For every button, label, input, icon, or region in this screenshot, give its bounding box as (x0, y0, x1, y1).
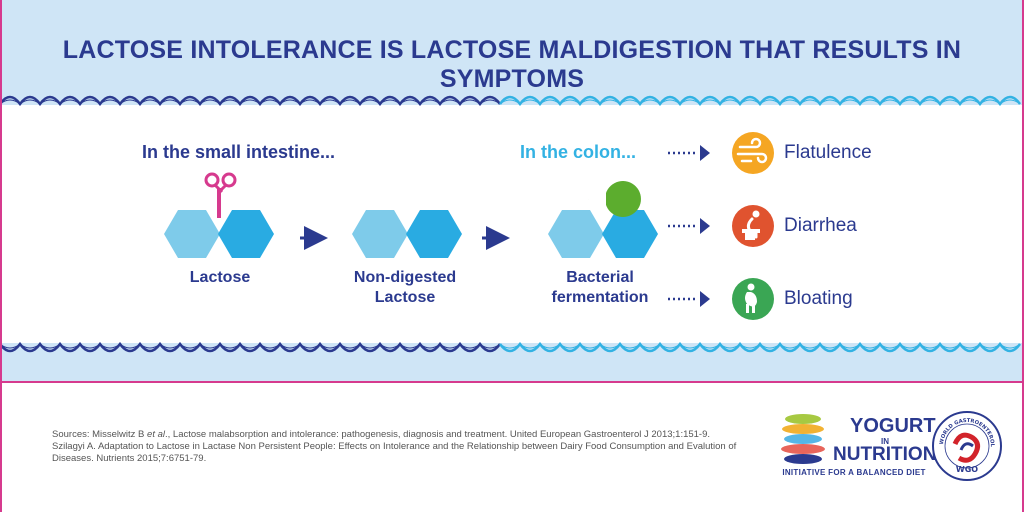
pink-divider (0, 381, 1024, 383)
frame-border-left (0, 0, 2, 512)
bloated-person-icon (732, 278, 774, 320)
wgo-abbr: WGO (956, 465, 978, 474)
logo-tagline: INITIATIVE FOR A BALANCED DIET (782, 468, 926, 477)
step-label-line: fermentation (551, 289, 649, 306)
step-label-line: Lactose (374, 289, 436, 306)
frame-border-right (1022, 0, 1024, 512)
step-label-line: Lactose (189, 269, 251, 286)
non-digested-lactose-molecule (352, 210, 462, 258)
symptom-bloating: Bloating (784, 288, 853, 309)
header-band (0, 0, 1024, 105)
source-1-prefix: Sources: Misselwitz B (52, 429, 148, 440)
bacteria-icon (584, 181, 641, 217)
symptom-flatulence: Flatulence (784, 142, 872, 163)
dotted-connector-diarrhea (668, 218, 710, 234)
footer (0, 383, 1024, 512)
source-2: Szilagyi A. Adaptation to Lactose in Lac… (52, 441, 737, 464)
page-title: LACTOSE INTOLERANCE IS LACTOSE MALDIGEST… (62, 36, 962, 93)
dotted-connector-bloating (668, 291, 710, 307)
scallop-border-bottom (0, 341, 1022, 353)
section-heading-colon: In the colon... (520, 142, 636, 162)
logo-word-in: IN (881, 437, 889, 446)
step-label-line: Bacterial (566, 269, 634, 286)
step-label-lactose: Lactose (160, 268, 280, 288)
source-1-italic: et al (147, 429, 165, 440)
source-1: Sources: Misselwitz B et al., Lactose ma… (52, 429, 742, 441)
toilet-icon (732, 205, 774, 247)
step-label-fermentation: Bacterial fermentation (530, 268, 670, 308)
logo-word-nutrition: NUTRITION (833, 444, 937, 465)
dotted-connector-flatulence (668, 145, 710, 161)
wgo-logo: WORLD GASTROENTEROLOGY ORGANISATION WGO (931, 410, 1002, 481)
fermentation-molecule (548, 210, 658, 258)
symptom-diarrhea: Diarrhea (784, 215, 857, 236)
stacked-stones-icon (781, 414, 825, 464)
section-heading-small-intestine: In the small intestine... (142, 142, 336, 162)
source-1-suffix: ., Lactose malabsorption and intolerance… (165, 429, 711, 440)
decorations (0, 95, 1022, 353)
step-label-non-digested: Non-digested Lactose (335, 268, 475, 308)
scallop-border-top (0, 95, 1022, 107)
logo-word-yogurt: YOGURT (850, 415, 936, 437)
step-label-line: Non-digested (353, 269, 457, 286)
wind-icon (732, 132, 774, 174)
sources-text: Sources: Misselwitz B et al., Lactose ma… (52, 429, 742, 465)
lactose-molecule (164, 210, 274, 258)
scissors-icon (204, 172, 237, 218)
